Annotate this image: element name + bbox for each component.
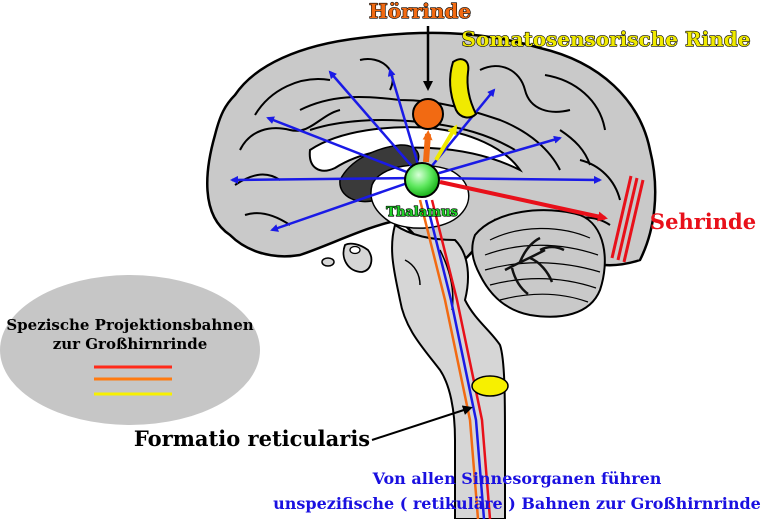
legend-line2: zur Großhirnrinde bbox=[53, 335, 208, 353]
note-line2: unspezifische ( retikuläre ) Bahnen zur … bbox=[273, 494, 761, 513]
sehrinde-label: Sehrinde bbox=[650, 209, 756, 234]
somatosensory-cortex bbox=[449, 58, 478, 119]
somatosensory-label: Somatosensorische Rinde bbox=[462, 27, 751, 51]
corpus-callosum bbox=[308, 126, 523, 173]
thalamus-label: Thalamus bbox=[386, 205, 457, 220]
formatio-label: Formatio reticularis bbox=[134, 426, 370, 451]
somatosensory-arrow bbox=[434, 124, 458, 162]
cerebellum-folia bbox=[484, 227, 601, 303]
note-line1: Von allen Sinnesorganen führen bbox=[372, 469, 662, 488]
arbor-vitae bbox=[504, 236, 565, 295]
legend-box bbox=[0, 275, 260, 425]
visual-arrow bbox=[439, 180, 608, 222]
legend-swatches bbox=[94, 365, 172, 396]
hoerrinde-label: Hörrinde bbox=[369, 0, 471, 23]
thalamus bbox=[404, 162, 440, 198]
brainstem bbox=[391, 223, 506, 519]
formatio-pointer bbox=[371, 405, 473, 441]
auditory-arrow bbox=[422, 130, 433, 163]
auditory-cortex bbox=[412, 98, 444, 130]
sensory-pathways bbox=[418, 199, 492, 519]
visual-cortex bbox=[610, 175, 645, 263]
projection-arrows bbox=[230, 68, 602, 232]
legend-line1: Spezische Projektionsbahnen bbox=[6, 316, 253, 334]
formatio-reticularis-region bbox=[471, 375, 509, 397]
